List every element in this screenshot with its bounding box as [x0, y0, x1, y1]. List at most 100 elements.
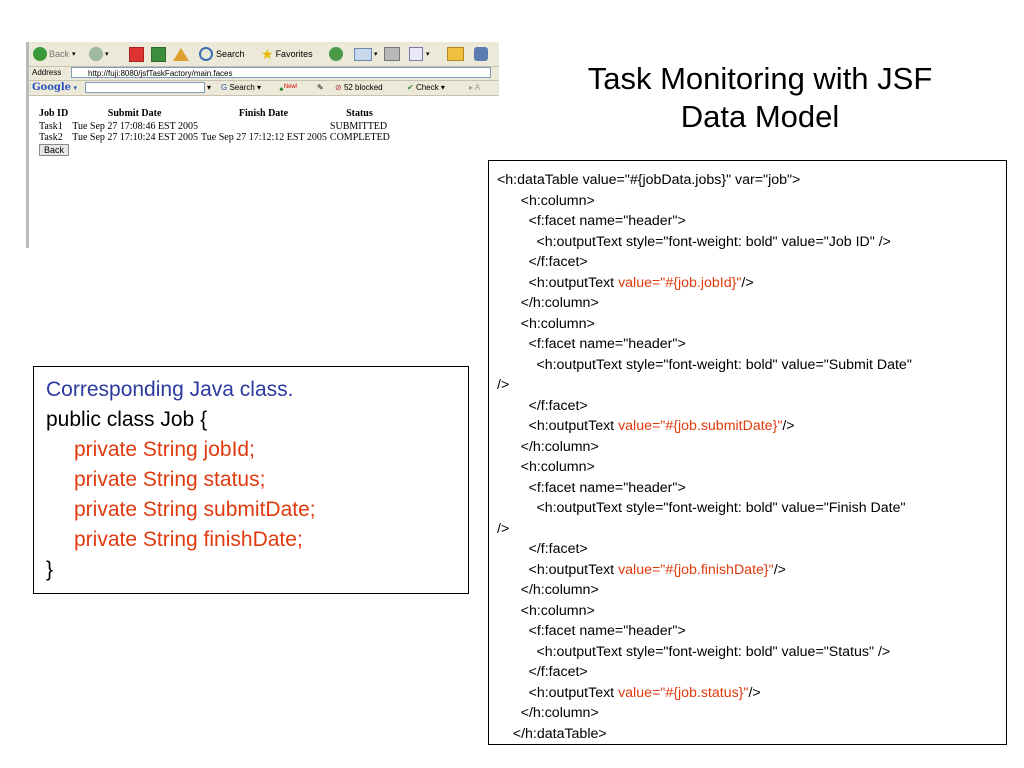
- code-line: </h:column>: [497, 580, 998, 601]
- code-text: <h:column>: [520, 315, 595, 332]
- jsf-code-box: <h:dataTable value="#{jobData.jobs}" var…: [488, 160, 1007, 745]
- java-class-declaration: public class Job {: [46, 408, 208, 431]
- code-line: <h:outputText style="font-weight: bold" …: [497, 355, 998, 376]
- google-logo: Google ▾: [32, 82, 77, 93]
- search-button[interactable]: Search: [199, 45, 245, 63]
- code-line: </h:column>: [497, 293, 998, 314]
- code-highlight: value="#{job.finishDate}": [618, 561, 774, 578]
- code-line: </f:facet>: [497, 662, 998, 683]
- cell-finish-date: [201, 121, 330, 132]
- popup-blocker-icon: ⊘: [335, 83, 342, 92]
- code-text: />: [782, 418, 795, 434]
- code-line: <f:facet name="header">: [497, 478, 998, 499]
- page-content: Job ID Submit Date Finish Date Status Ta…: [39, 108, 393, 156]
- header-job-id: Job ID: [39, 108, 69, 119]
- slide-title-line: Data Model: [680, 99, 840, 134]
- cell-finish-date: Tue Sep 27 17:12:12 EST 2005: [201, 132, 327, 143]
- refresh-button[interactable]: [151, 45, 166, 63]
- code-text: <h:outputText: [528, 684, 619, 701]
- back-button[interactable]: Back: [39, 144, 70, 156]
- code-text: <f:facet name="header">: [528, 213, 686, 229]
- code-indent: [497, 234, 536, 250]
- home-icon: [173, 47, 189, 61]
- code-indent: [497, 316, 521, 332]
- back-nav-button[interactable]: Back ▾: [33, 45, 76, 63]
- translate-button[interactable]: ▸ A: [469, 83, 481, 92]
- code-indent: [497, 459, 521, 475]
- home-button[interactable]: [173, 45, 189, 63]
- code-text: />: [497, 520, 510, 537]
- code-line: <h:dataTable value="#{jobData.jobs}" var…: [497, 170, 998, 191]
- address-input[interactable]: http://fuji:8080/jsfTaskFactory/main.fac…: [71, 67, 491, 78]
- mail-icon: [354, 47, 372, 61]
- messenger-button[interactable]: [474, 45, 488, 63]
- cell-status: COMPLETED: [329, 132, 390, 143]
- spell-check-button[interactable]: ✔ Check ▾: [407, 83, 445, 92]
- dropdown-button[interactable]: ▾: [207, 83, 212, 92]
- forward-nav-button[interactable]: ▾: [89, 45, 109, 63]
- code-text: />: [497, 377, 510, 393]
- table-header-row: Job ID Submit Date Finish Date Status: [39, 108, 393, 121]
- code-line: <h:outputText value="#{job.status}"/>: [497, 683, 998, 704]
- code-line: <f:facet name="header">: [497, 334, 998, 355]
- code-indent: [497, 685, 529, 701]
- folder-icon: [447, 47, 464, 61]
- print-button[interactable]: [384, 45, 400, 63]
- code-indent: [497, 398, 529, 414]
- media-button[interactable]: [329, 45, 343, 63]
- code-indent: [497, 336, 529, 352]
- code-line: </f:facet>: [497, 539, 998, 560]
- google-search-input[interactable]: [85, 82, 205, 93]
- folder-button[interactable]: [447, 45, 464, 63]
- code-highlight: value="#{job.jobId}": [618, 274, 742, 291]
- java-class-box: Corresponding Java class. public class J…: [33, 366, 469, 594]
- code-line: <h:column>: [497, 191, 998, 212]
- edit-button[interactable]: ▾: [409, 45, 430, 63]
- code-indent: [497, 295, 521, 311]
- code-highlight: value="#{job.submitDate}": [618, 418, 783, 434]
- code-text: />: [773, 561, 786, 578]
- code-line: <h:outputText style="font-weight: bold" …: [497, 232, 998, 253]
- popup-blocked-button[interactable]: ⊘ 52 blocked: [335, 83, 383, 92]
- stop-icon: [129, 46, 144, 62]
- forward-arrow-icon: [89, 47, 103, 61]
- code-line: <h:outputText style="font-weight: bold" …: [497, 642, 998, 663]
- google-toolbar: Google ▾ ▾ G Search ▾ ●New! ✎ ⊘ 52 block…: [29, 81, 499, 96]
- code-text: <h:outputText: [528, 418, 619, 434]
- news-button[interactable]: ●New!: [279, 84, 298, 94]
- mail-button[interactable]: ▾: [354, 45, 378, 63]
- code-indent: [497, 705, 521, 721]
- code-text: <f:facet name="header">: [528, 336, 686, 352]
- search-icon: G: [221, 83, 228, 92]
- code-indent: [497, 480, 529, 496]
- stop-button[interactable]: [129, 45, 144, 63]
- code-text: <h:dataTable value="#{jobData.jobs}" var…: [497, 172, 801, 188]
- code-indent: [497, 418, 529, 434]
- code-indent: [497, 541, 529, 557]
- checkmark-icon: ✔: [407, 83, 414, 92]
- code-line: <h:column>: [497, 601, 998, 622]
- favorites-button[interactable]: ★ Favorites: [261, 45, 313, 62]
- options-button[interactable]: ✎: [317, 82, 324, 93]
- code-line: <h:outputText style="font-weight: bold" …: [497, 498, 998, 519]
- code-text: <f:facet name="header">: [528, 623, 686, 639]
- code-line: </h:column>: [497, 703, 998, 724]
- edit-icon: [409, 47, 423, 61]
- cell-job-id: Task2: [39, 132, 63, 143]
- code-line: </h:dataTable>: [497, 724, 998, 745]
- code-text: <h:column>: [520, 192, 595, 209]
- code-indent: [497, 500, 536, 516]
- code-text: </f:facet>: [528, 541, 588, 557]
- code-line: <f:facet name="header">: [497, 621, 998, 642]
- header-submit-date: Submit Date: [107, 108, 162, 119]
- code-line: <h:column>: [497, 457, 998, 478]
- code-line: <h:outputText value="#{job.submitDate}"/…: [497, 416, 998, 437]
- chevron-down-icon: ▾: [105, 51, 109, 58]
- print-icon: [384, 47, 400, 61]
- messenger-icon: [474, 47, 488, 61]
- code-indent: [497, 623, 529, 639]
- table-row: Task1 Tue Sep 27 17:08:46 EST 2005 SUBMI…: [39, 121, 393, 132]
- google-search-button[interactable]: G Search ▾: [221, 83, 262, 92]
- java-field: private String jobId;: [74, 438, 255, 461]
- java-heading: Corresponding Java class.: [46, 378, 294, 401]
